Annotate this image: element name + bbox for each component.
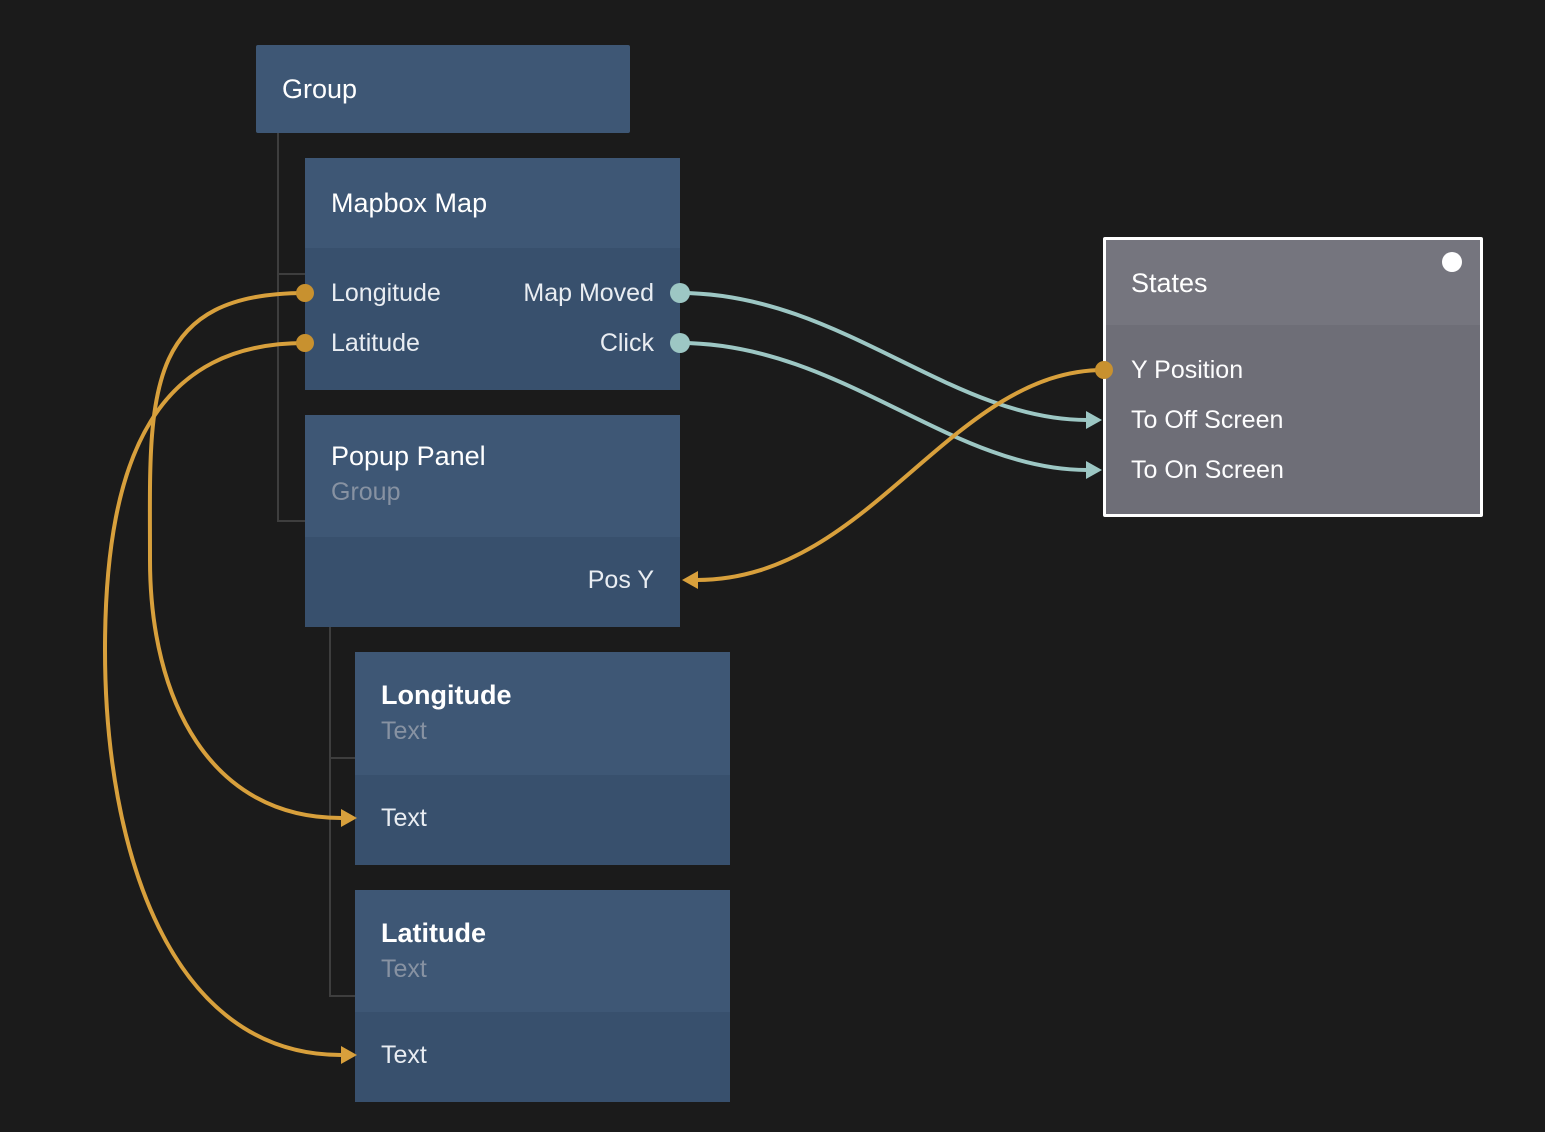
port-row: To On Screen	[1106, 445, 1480, 495]
node-title: Latitude	[381, 918, 486, 948]
node-title: Mapbox Map	[331, 188, 488, 218]
node-header: States	[1106, 240, 1480, 325]
arrowhead-to-on-screen[interactable]	[1086, 461, 1102, 479]
arrowhead-pos-y[interactable]	[682, 571, 698, 589]
port-row: Y Position	[1106, 345, 1480, 395]
node-title: Popup Panel	[331, 441, 486, 471]
port-row: Pos Y	[305, 555, 680, 605]
node-mapbox-map[interactable]: Mapbox Map Longitude Map Moved Latitude …	[305, 158, 680, 390]
port-text-input[interactable]: Text	[381, 803, 427, 832]
port-text-input[interactable]: Text	[381, 1040, 427, 1069]
node-title: Longitude	[381, 680, 512, 710]
port-row: Longitude Map Moved	[305, 268, 680, 318]
node-states[interactable]: States Y Position To Off Screen To On Sc…	[1103, 237, 1483, 517]
node-title: Group	[282, 74, 358, 104]
wire-map-moved-to-off-screen[interactable]	[679, 291, 1088, 422]
node-ports: Pos Y	[305, 537, 680, 627]
node-header: Popup Panel Group	[305, 415, 680, 537]
node-subtitle: Group	[331, 478, 401, 506]
port-longitude-output[interactable]: Longitude	[331, 278, 441, 307]
node-header: Mapbox Map	[305, 158, 680, 248]
port-row: Text	[355, 1030, 730, 1080]
node-group[interactable]: Group	[256, 45, 630, 133]
node-popup-panel[interactable]: Popup Panel Group Pos Y	[305, 415, 680, 627]
state-indicator-dot	[1442, 252, 1462, 272]
node-subtitle: Text	[381, 955, 427, 983]
tree-line-group-children	[277, 133, 305, 522]
wire-y-position-to-pos-y[interactable]	[696, 368, 1105, 582]
port-row: Text	[355, 793, 730, 843]
node-subtitle: Text	[381, 717, 427, 745]
port-map-moved-output[interactable]: Map Moved	[523, 278, 654, 307]
wire-click-to-on-screen[interactable]	[679, 341, 1088, 472]
arrowhead-to-off-screen[interactable]	[1086, 411, 1102, 429]
port-row: Latitude Click	[305, 318, 680, 368]
node-longitude-text[interactable]: Longitude Text Text	[355, 652, 730, 865]
port-y-position-output[interactable]: Y Position	[1131, 355, 1244, 384]
port-click-output[interactable]: Click	[599, 328, 654, 357]
node-ports: Text	[355, 1012, 730, 1102]
port-pos-y-input[interactable]: Pos Y	[587, 565, 654, 594]
node-header: Latitude Text	[355, 890, 730, 1012]
node-ports: Text	[355, 775, 730, 865]
node-latitude-text[interactable]: Latitude Text Text	[355, 890, 730, 1102]
tree-line-popup-children	[329, 627, 355, 997]
port-to-off-screen-input[interactable]: To Off Screen	[1131, 405, 1284, 434]
port-row: To Off Screen	[1106, 395, 1480, 445]
node-ports: Longitude Map Moved Latitude Click	[305, 248, 680, 390]
port-latitude-output[interactable]: Latitude	[331, 328, 420, 357]
node-title: States	[1131, 267, 1208, 298]
port-to-on-screen-input[interactable]: To On Screen	[1131, 455, 1284, 484]
node-ports: Y Position To Off Screen To On Screen	[1106, 325, 1480, 514]
node-header: Longitude Text	[355, 652, 730, 775]
